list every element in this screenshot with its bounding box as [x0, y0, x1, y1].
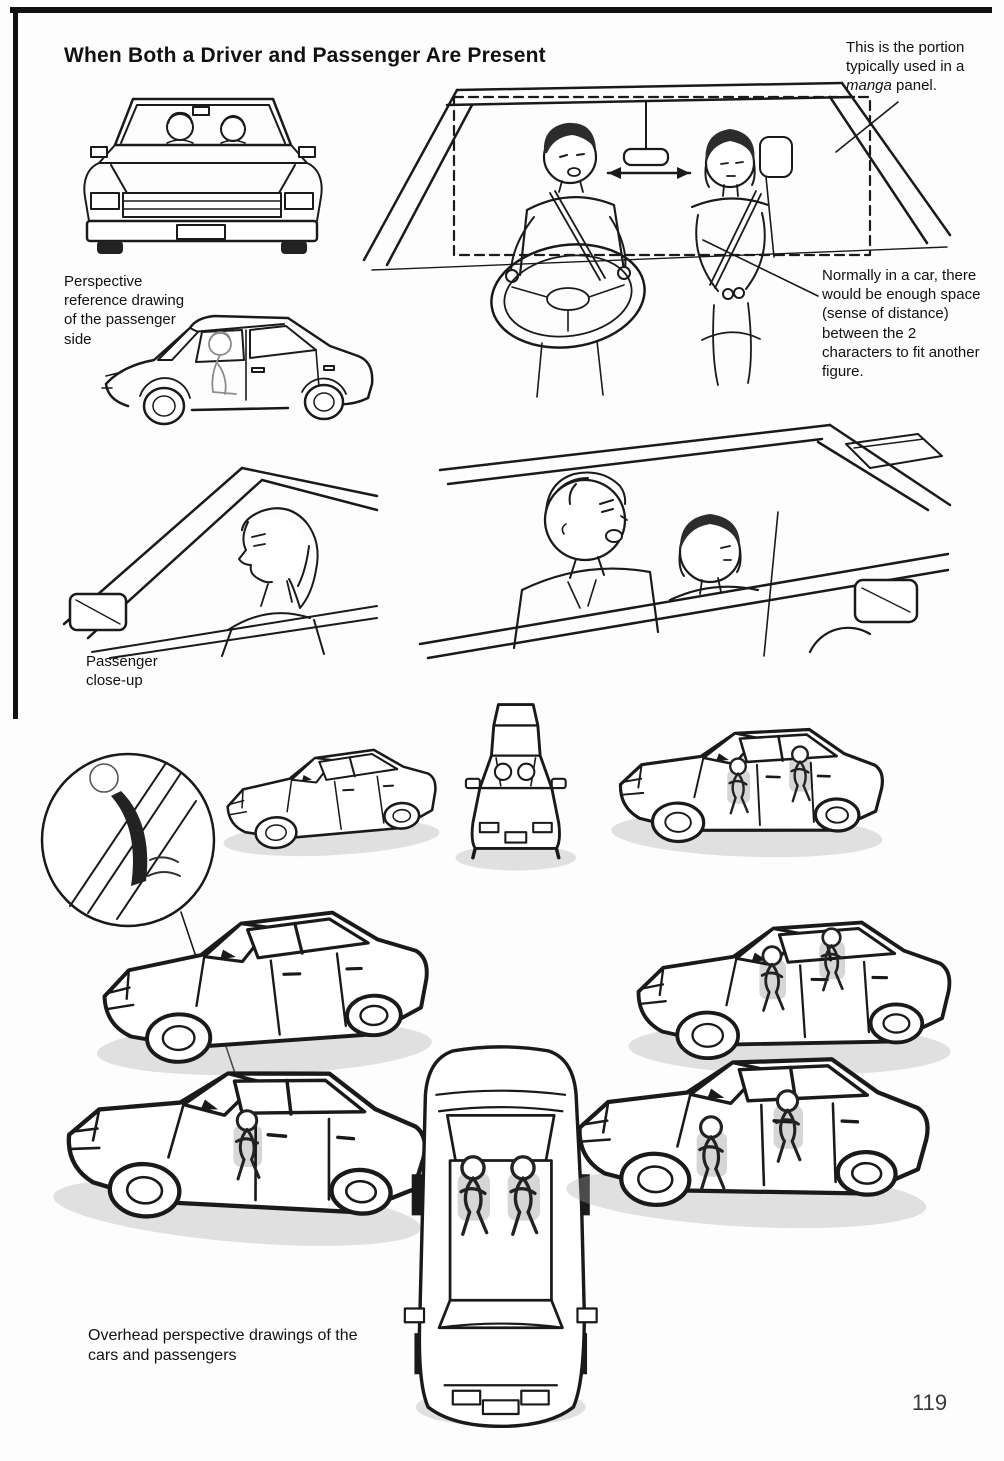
manga-panel-note: This is the portion typically used in a … — [846, 38, 984, 96]
car-top-bottom-center — [403, 1045, 599, 1429]
windshield-scene-illustration — [362, 81, 952, 398]
space-note-leader-line — [702, 239, 819, 297]
manga-panel-note-part2: panel. — [891, 77, 937, 95]
space-between-characters-note: Normally in a car, there would be enough… — [822, 267, 981, 380]
car-iso-mid-right — [626, 916, 955, 1080]
passenger-figure — [690, 129, 793, 386]
overhead-cars-illustration — [40, 702, 955, 1429]
car-iso-bottom-right — [565, 1046, 934, 1236]
car-front-top-center — [453, 702, 578, 873]
distance-arrow — [606, 167, 692, 179]
detail-inset-illustration — [40, 752, 216, 928]
manga-panel-note-part1: This is the portion typically used in a — [846, 39, 965, 76]
manga-panel-note-italic: manga — [846, 77, 892, 95]
cabin-side-scene-illustration — [418, 423, 952, 660]
passenger-woman-figure — [668, 514, 760, 602]
driver-man-figure — [512, 471, 660, 650]
side-mirror — [853, 578, 919, 624]
page-number: 119 — [912, 1390, 948, 1415]
perspective-reference-caption: Perspective reference drawing of the pas… — [64, 273, 185, 348]
page-title: When Both a Driver and Passenger Are Pre… — [64, 44, 546, 68]
manga-panel-dashed-frame — [452, 95, 872, 257]
steering-wheel — [490, 243, 646, 349]
passenger-side-reference-illustration — [101, 314, 374, 426]
page-frame-left — [13, 7, 18, 719]
car-iso-top-left — [217, 745, 442, 863]
manga-note-leader-line — [835, 101, 899, 153]
car-iso-mid-left — [90, 907, 435, 1083]
page-frame-top — [10, 7, 992, 13]
passenger-closeup-illustration — [62, 466, 379, 659]
driver-figure — [505, 122, 631, 398]
passenger-closeup-caption: Passenger close-up — [86, 653, 158, 690]
overhead-drawings-caption: Overhead perspective drawings of the car… — [88, 1327, 358, 1365]
rearview-mirror — [622, 100, 670, 167]
front-view-car-illustration — [83, 97, 323, 254]
